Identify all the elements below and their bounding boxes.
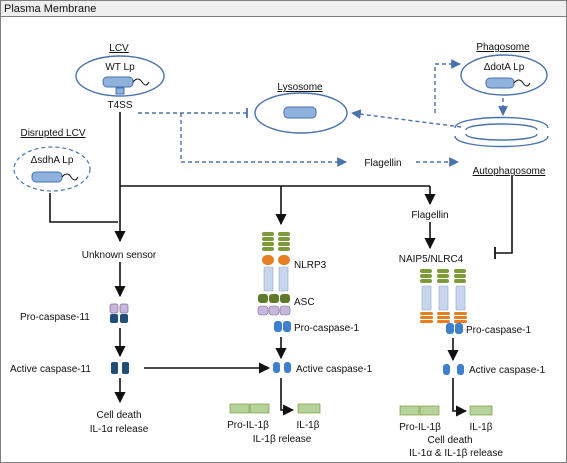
right-outcome-line1: Cell death (427, 435, 472, 446)
disrupted-lcv-title: Disrupted LCV (20, 128, 85, 139)
right-active-caspase-1-icon (443, 364, 464, 375)
disrupted-lcv-membrane (13, 146, 91, 192)
flagellin-dashed-label: Flagellin (364, 158, 401, 169)
flagellin-right-label: Flagellin (411, 210, 448, 221)
t4ss-apparatus (115, 87, 125, 95)
t4ss-label: T4SS (107, 100, 132, 111)
il1b-label: IL-1β (297, 420, 320, 431)
autophagosome-inhibits-naip5 (495, 176, 513, 254)
right-il1b-label: IL-1β (470, 422, 493, 433)
left-outcome-line1: Cell death (96, 410, 141, 421)
asc-label: ASC (294, 297, 315, 308)
active-caspase-1-label: Active caspase-1 (296, 364, 373, 375)
right-pro-caspase-1-icon (446, 323, 463, 334)
solid-signaling-arrows (49, 112, 513, 417)
unknown-sensor-label: Unknown sensor (82, 250, 157, 261)
active-caspase-1-icon (273, 362, 291, 373)
sdha-lp-bacterium (31, 171, 79, 183)
plasma-membrane-band (1, 1, 566, 16)
lysosome-bacterium (283, 106, 317, 119)
asc-icon (257, 294, 291, 316)
active-caspase-11-icon (111, 362, 129, 374)
pro-caspase-1-label: Pro-caspase-1 (294, 323, 359, 334)
il1b-icon (297, 403, 321, 414)
autophagosome-to-lysosome-dashed (351, 109, 462, 128)
lcv-title: LCV (109, 43, 129, 54)
phagosome-dashed-arrow (434, 59, 461, 113)
right-pro-il1b-icon (399, 405, 440, 416)
right-pro-caspase-1-label: Pro-caspase-1 (466, 325, 531, 336)
right-outcome-line2: IL-1α & IL-1β release (409, 448, 503, 459)
phagosome-membrane (460, 54, 548, 96)
disrupted-lcv-bacterium-label: ΔsdhA Lp (31, 155, 74, 166)
right-caspase-1-cleaves-il1b-arrow (452, 378, 468, 417)
autophagosome-double-membrane (454, 116, 549, 148)
pro-il1b-icon (229, 403, 270, 414)
phagosome-bacterium-label: ΔdotA Lp (484, 62, 525, 73)
nlrp3-inflammasome-icon (262, 232, 290, 292)
lcv-membrane (75, 55, 165, 97)
dashed-trafficking-arrows (138, 59, 508, 167)
nlrp3-label: NLRP3 (294, 260, 327, 271)
right-active-caspase-1-label: Active caspase-1 (469, 365, 546, 376)
pro-caspase-11-label: Pro-caspase-11 (20, 312, 90, 323)
autophagosome-title: Autophagosome (473, 166, 546, 177)
naip5-nlrc4-inflammasome-icon (420, 269, 467, 323)
dota-lp-bacterium (485, 77, 531, 89)
caspase-1-cleaves-il1b-arrow (280, 378, 295, 416)
middle-outcome-label: IL-1β release (253, 434, 312, 445)
pro-caspase-1-icon (274, 321, 291, 332)
plasma-membrane-label: Plasma Membrane (4, 3, 96, 15)
lysosome-title: Lysosome (277, 82, 323, 93)
pro-il1b-label: Pro-IL-1β (227, 420, 269, 431)
left-outcome-line2: IL-1α release (90, 424, 149, 435)
naip5-nlrc4-label: NAIP5/NLRC4 (399, 254, 464, 265)
right-pro-il1b-label: Pro-IL-1β (399, 422, 441, 433)
disrupted-lcv-connector (49, 193, 118, 223)
t4ss-to-flagellin-dashed (180, 113, 347, 167)
lcv-bacterium-label: WT Lp (105, 62, 135, 73)
active-caspase-11-label: Active caspase-11 (10, 364, 91, 375)
right-il1b-icon (469, 405, 493, 416)
wt-lp-bacterium (102, 76, 150, 88)
pro-caspase-11-icon (109, 303, 129, 323)
phagosome-title: Phagosome (476, 42, 530, 53)
